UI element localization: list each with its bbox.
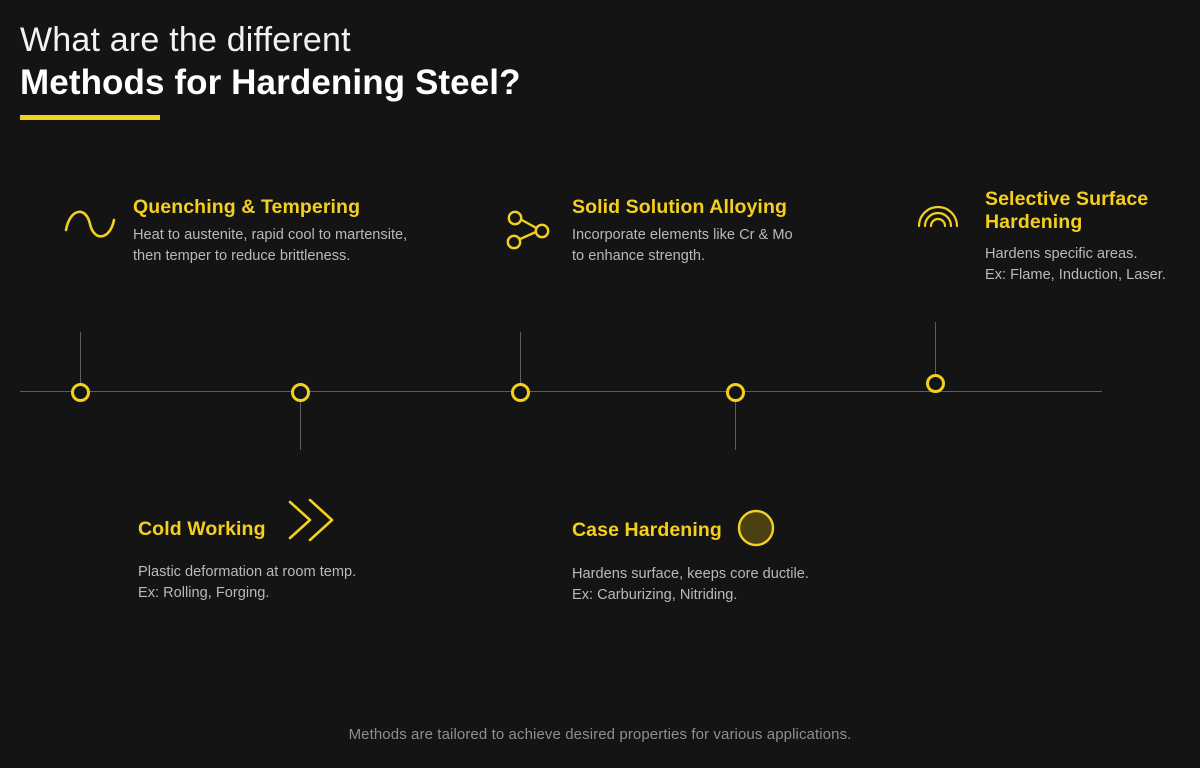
item-selective-surface-hardening: Selective Surface Hardening Hardens spec… <box>985 188 1200 285</box>
item-title-quenching-tempering: Quenching & Tempering <box>133 196 361 218</box>
page-title-line1: What are the different <box>20 21 351 59</box>
item-heading-row-cold-working: Cold Working <box>138 498 468 551</box>
item-desc-case-hardening: Hardens surface, keeps core ductile. Ex:… <box>572 566 809 603</box>
double-chevron-icon <box>280 494 340 551</box>
item-title-case-hardening: Case Hardening <box>572 519 722 541</box>
connector-solid-solution-alloying <box>520 332 521 392</box>
node-case-hardening[interactable] <box>726 383 745 402</box>
item-desc-quenching-tempering: Heat to austenite, rapid cool to martens… <box>133 227 408 264</box>
connector-case-hardening <box>735 392 736 450</box>
item-cold-working: Cold Working Plastic deformation at room… <box>138 498 468 603</box>
title-underline-accent <box>20 114 160 120</box>
timeline-axis <box>20 391 1102 392</box>
node-selective-surface-hardening[interactable] <box>926 374 945 393</box>
item-solid-solution-alloying: Solid Solution Alloying Incorporate elem… <box>572 196 872 266</box>
node-cold-working[interactable] <box>291 383 310 402</box>
item-heading-row-case-hardening: Case Hardening <box>572 508 902 553</box>
filled-circle-icon <box>736 508 776 553</box>
molecule-icon <box>502 206 558 259</box>
item-desc-selective-surface-hardening: Hardens specific areas. Ex: Flame, Induc… <box>985 246 1166 283</box>
connector-cold-working <box>300 392 301 450</box>
item-desc-solid-solution-alloying: Incorporate elements like Cr & Mo to enh… <box>572 227 793 264</box>
footer-note: Methods are tailored to achieve desired … <box>348 726 852 743</box>
connector-quenching-tempering <box>80 332 81 392</box>
item-quenching-tempering: Quenching & Tempering Heat to austenite,… <box>133 196 463 266</box>
radiating-arcs-icon <box>914 200 962 237</box>
item-case-hardening: Case Hardening Hardens surface, keeps co… <box>572 508 902 605</box>
page-title-line2: Methods for Hardening Steel? <box>20 62 521 102</box>
sine-wave-icon <box>60 200 120 253</box>
page-header: What are the different Methods for Harde… <box>20 22 521 120</box>
item-title-cold-working: Cold Working <box>138 518 266 540</box>
node-solid-solution-alloying[interactable] <box>511 383 530 402</box>
item-desc-cold-working: Plastic deformation at room temp. Ex: Ro… <box>138 564 357 601</box>
connector-selective-surface-hardening <box>935 322 936 384</box>
item-title-selective-surface-hardening: Selective Surface Hardening <box>985 188 1149 233</box>
node-quenching-tempering[interactable] <box>71 383 90 402</box>
item-title-solid-solution-alloying: Solid Solution Alloying <box>572 196 787 218</box>
